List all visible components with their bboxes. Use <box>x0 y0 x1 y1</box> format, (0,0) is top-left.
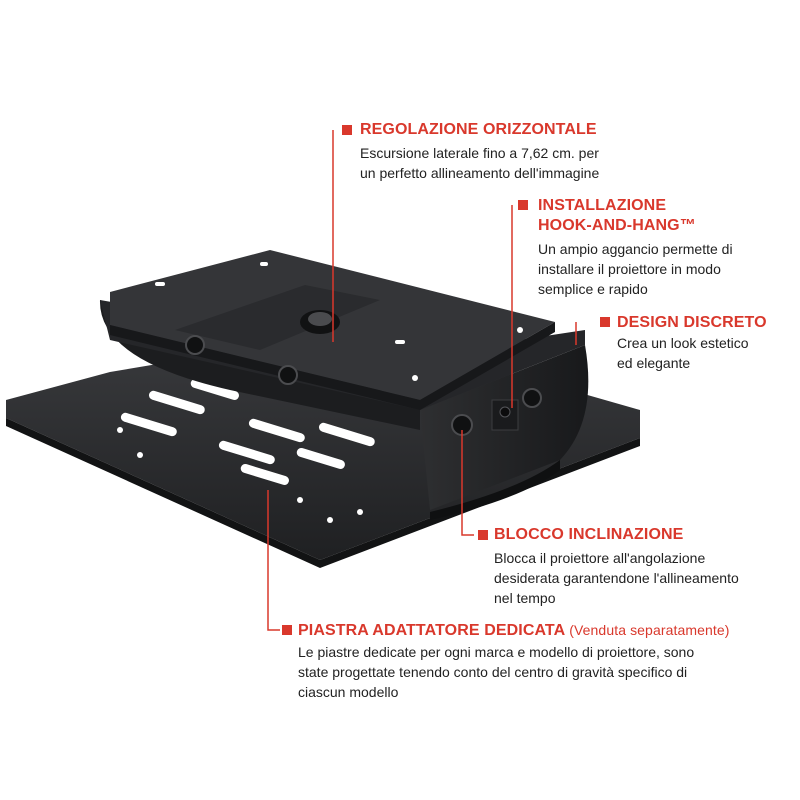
callout-title: REGOLAZIONE ORIZZONTALE <box>360 121 597 138</box>
center-rail <box>175 285 380 350</box>
plate-slots <box>117 378 375 523</box>
callout-note: (Venduta separatamente) <box>569 622 730 638</box>
callout-title-line-2: HOOK-AND-HANG™ <box>538 217 696 234</box>
marker-horizontal <box>342 125 352 135</box>
marker-hook <box>518 200 528 210</box>
callout-description: Blocca il proiettore all'angolazione des… <box>494 550 739 606</box>
callout-horizontal-adjustment: REGOLAZIONE ORIZZONTALE Escursione later… <box>360 120 599 183</box>
callout-description: Le piastre dedicate per ogni marca e mod… <box>298 644 695 700</box>
adjustment-knobs <box>185 335 542 436</box>
callout-description: Crea un look estetico ed elegante <box>617 335 749 371</box>
callout-title: INSTALLAZIONE <box>538 197 667 214</box>
callout-tilt-lock: BLOCCO INCLINAZIONE Blocca il proiettore… <box>494 525 739 608</box>
callout-title: PIASTRA ADATTATORE DEDICATA (Venduta sep… <box>298 622 730 639</box>
callout-design: DESIGN DISCRETO Crea un look estetico ed… <box>617 313 767 373</box>
callout-title: BLOCCO INCLINAZIONE <box>494 526 684 543</box>
callout-title: DESIGN DISCRETO <box>617 314 767 331</box>
marker-tilt <box>478 530 488 540</box>
callout-description: Escursione laterale fino a 7,62 cm. per … <box>360 145 600 181</box>
callout-adapter-plate: PIASTRA ADATTATORE DEDICATA (Venduta sep… <box>298 620 730 702</box>
marker-plate <box>282 625 292 635</box>
callout-description: Un ampio aggancio permette di installare… <box>538 241 733 297</box>
marker-design <box>600 317 610 327</box>
callout-hook-and-hang: INSTALLAZIONE HOOK-AND-HANG™ Un ampio ag… <box>538 196 733 299</box>
